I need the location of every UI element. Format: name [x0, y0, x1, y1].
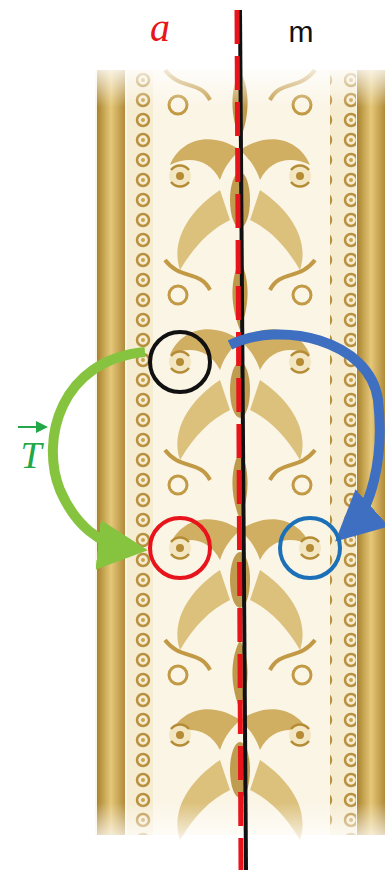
line-label: m [289, 17, 314, 47]
reflected-circle [280, 518, 340, 578]
axis-label: a [150, 8, 170, 48]
translated-circle [150, 518, 210, 578]
vector-arrow-sign [18, 426, 44, 428]
axis-label-holder: a [150, 8, 170, 48]
source-circle [150, 332, 210, 392]
vector-label: T [20, 436, 41, 474]
line-label-holder: m [289, 17, 314, 47]
symmetry-axis [237, 10, 241, 870]
vector-label-holder: T [20, 436, 41, 474]
translation-arrow [53, 352, 145, 548]
reflection-arrow [230, 334, 380, 528]
